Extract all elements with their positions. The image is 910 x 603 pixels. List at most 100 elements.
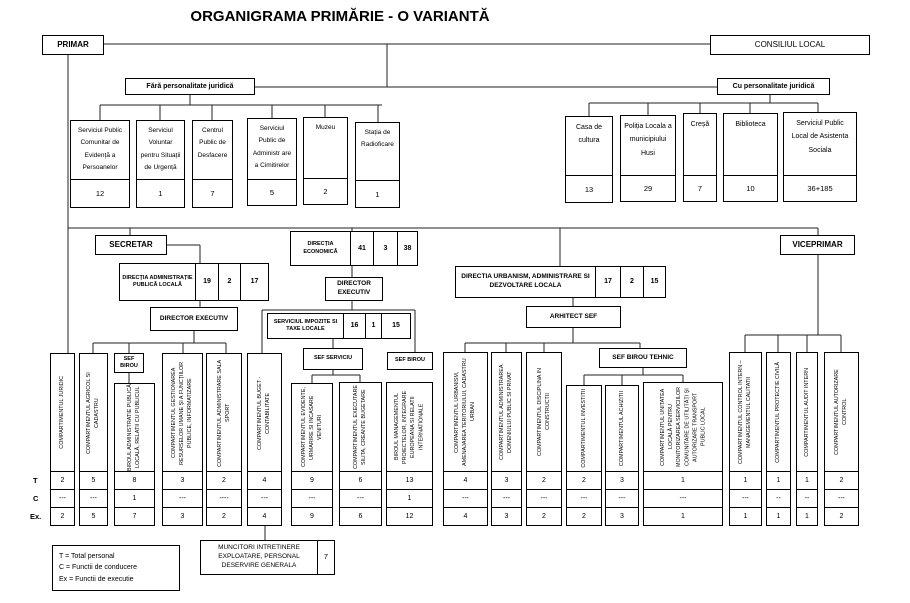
compartment-name-wrap: COMPARTIMENTUL ADMINISTRARE SALA SPORT (207, 354, 241, 471)
compartment-name-wrap: BIROUL MANAGEMENTUL PROIECTELOR, INTEGRA… (387, 383, 432, 471)
compartment: COMPARTIMENTUL ADMINISTRAREA DOMENIULUI … (491, 352, 522, 526)
directia-economica-ex: 38 (397, 231, 418, 266)
compartment-name: BIROUL ADMINISTRATIE PUBLICĂ LOCALĂ, REL… (127, 384, 142, 471)
page-title: ORGANIGRAMA PRIMĂRIE - O VARIANTĂ (190, 8, 490, 25)
compartment-ex: 3 (162, 507, 203, 526)
compartment-c: --- (162, 489, 203, 508)
compartment-t: 4 (247, 471, 282, 490)
row-label-total: T (33, 476, 38, 485)
directia-admin-ex: 17 (240, 263, 269, 301)
compartment-c: --- (526, 489, 562, 508)
legend-box: T = Total personal C = Functii de conduc… (52, 545, 180, 591)
compartment-name: COMPARTIMENTUL JURIDIC (59, 376, 66, 449)
compartment-c: --- (50, 489, 75, 508)
serviciul-impozite-name: SERVICIUL IMPOZITE SI TAXE LOCALE (267, 313, 344, 339)
compartment-name-wrap: COMPARTIMENTUL ADMINISTRAREA DOMENIULUI … (492, 353, 521, 471)
compartment-ex: 4 (247, 507, 282, 526)
compartment-c: --- (79, 489, 108, 508)
compartment-name: COMPARTIMENTUL ACHIZITII (618, 390, 625, 467)
unit-box-fara: Serviciul Voluntar pentru Situații de Ur… (136, 120, 185, 208)
compartment-name-box: BIROUL MANAGEMENTUL PROIECTELOR, INTEGRA… (386, 382, 433, 472)
sef-birou-tehnic-box: SEF BIROU TEHNIC (599, 348, 687, 368)
unit-name: Casa de cultura (575, 124, 603, 145)
unit-total: 12 (71, 179, 129, 207)
compartment-name-box: COMPARTIMENTUL AGRICOL SI CADASTRU (79, 353, 108, 472)
arhitect-sef-box: ARHITECT SEF (526, 306, 621, 328)
compartment-ex: 2 (526, 507, 562, 526)
viceprimar-box: VICEPRIMAR (780, 235, 855, 255)
director-executiv-admin: DIRECTOR EXECUTIV (150, 307, 238, 331)
secretar-box: SECRETAR (95, 235, 167, 255)
compartment-name-box: COMPARTIMENTUL AUDIT INTERN (796, 352, 818, 472)
legend-total: T = Total personal (59, 553, 115, 561)
compartment-ex: 1 (796, 507, 818, 526)
compartment-name-wrap: COMPARTIMENTUL ACHIZITII (606, 386, 638, 471)
compartment-ex: 12 (386, 507, 433, 526)
compartment-name: COMPARTIMENTUL EVIDENTE, URMARIRE SI INC… (300, 387, 324, 468)
compartment-ex: 9 (291, 507, 333, 526)
compartment-t: 2 (824, 471, 859, 490)
compartment-t: 2 (566, 471, 602, 490)
compartment-name-wrap: COMPARTIMENTUL UNITATEA LOCALĂ PENTRU MO… (644, 383, 722, 471)
compartment: COMPARTIMENTUL URBANISM, AMENAJAREA TERI… (443, 352, 488, 526)
compartment-t: 4 (443, 471, 488, 490)
directia-economica-c: 3 (373, 231, 398, 266)
unit-total: 36+185 (784, 175, 856, 201)
compartment-c: --- (824, 489, 859, 508)
muncitori-name: MUNCITORI INTRETINERE EXPLOATARE, PERSON… (200, 540, 318, 575)
fara-personalitate-box: Fără personalitate juridică (125, 78, 255, 95)
compartment: COMPARTIMENTUL DISCIPLINA IN CONSTRUCTII… (526, 352, 562, 526)
sef-serviciu-box: SEF SERVICIU (303, 348, 363, 370)
compartment-name: COMPARTIMENTUL AGRICOL SI CADASTRU (86, 371, 101, 454)
unit-name: Serviciul Public Local de Asistenta Soci… (791, 120, 849, 154)
compartment-c: --- (643, 489, 723, 508)
serviciul-impozite-t: 16 (343, 313, 366, 339)
unit-box-cu: Casa de cultura 13 (565, 116, 613, 203)
compartment-t: 3 (162, 471, 203, 490)
compartment-ex: 1 (729, 507, 762, 526)
compartment-name-wrap: COMPARTIMENTUL AUDIT INTERN (797, 353, 817, 471)
compartment-name-wrap: COMPARTIMENTUL EXECUTARE SILITA, CREANTE… (340, 383, 381, 471)
compartment-name: COMPARTIMENTUL ADMINISTRARE SALA SPORT (216, 358, 231, 467)
compartment-name: BIROUL MANAGEMENTUL PROIECTELOR, INTEGRA… (394, 390, 425, 464)
unit-total: 13 (566, 175, 612, 202)
compartment-name: COMPARTIMENTUL DISCIPLINA IN CONSTRUCTII (536, 368, 551, 456)
compartment-ex: 7 (114, 507, 155, 526)
compartment-name-box: COMPARTIMENTUL BUGET - CONTABILITATE (247, 353, 282, 472)
compartment-t: 5 (79, 471, 108, 490)
compartment-name-wrap: COMPARTIMENTUL PROTECTIE CIVILĂ (767, 353, 790, 471)
row-label-conducere: C (33, 494, 39, 503)
compartment-t: 1 (643, 471, 723, 490)
compartment-ex: 2 (50, 507, 75, 526)
compartment-name-box: COMPARTIMENTUL ADMINISTRARE SALA SPORT (206, 353, 242, 472)
unit-name: Muzeu (315, 124, 336, 131)
unit-total: 29 (621, 175, 675, 201)
compartment-name: COMPARTIMENTUL ADMINISTRAREA DOMENIULUI … (499, 364, 514, 460)
compartment-t: 3 (605, 471, 639, 490)
compartment-name-box: COMPARTIMENTUL ADMINISTRAREA DOMENIULUI … (491, 352, 522, 472)
compartment-t: 1 (766, 471, 791, 490)
compartment: BIROUL MANAGEMENTUL PROIECTELOR, INTEGRA… (386, 382, 433, 526)
compartment-ex: 2 (566, 507, 602, 526)
compartment-c: -- (766, 489, 791, 508)
compartment-c: --- (247, 489, 282, 508)
compartment-name-box: COMPARTIMENTUL DISCIPLINA IN CONSTRUCTII (526, 352, 562, 472)
unit-total: 5 (248, 179, 296, 205)
unit-total: 7 (193, 179, 232, 207)
sef-birou-admin-box: SEF BIROU (114, 353, 144, 373)
unit-name: Serviciul Public Comunitar de Evidență a… (77, 127, 123, 172)
compartment-name: COMPARTIMENTUL URBANISM, AMENAJAREA TERI… (454, 358, 477, 466)
